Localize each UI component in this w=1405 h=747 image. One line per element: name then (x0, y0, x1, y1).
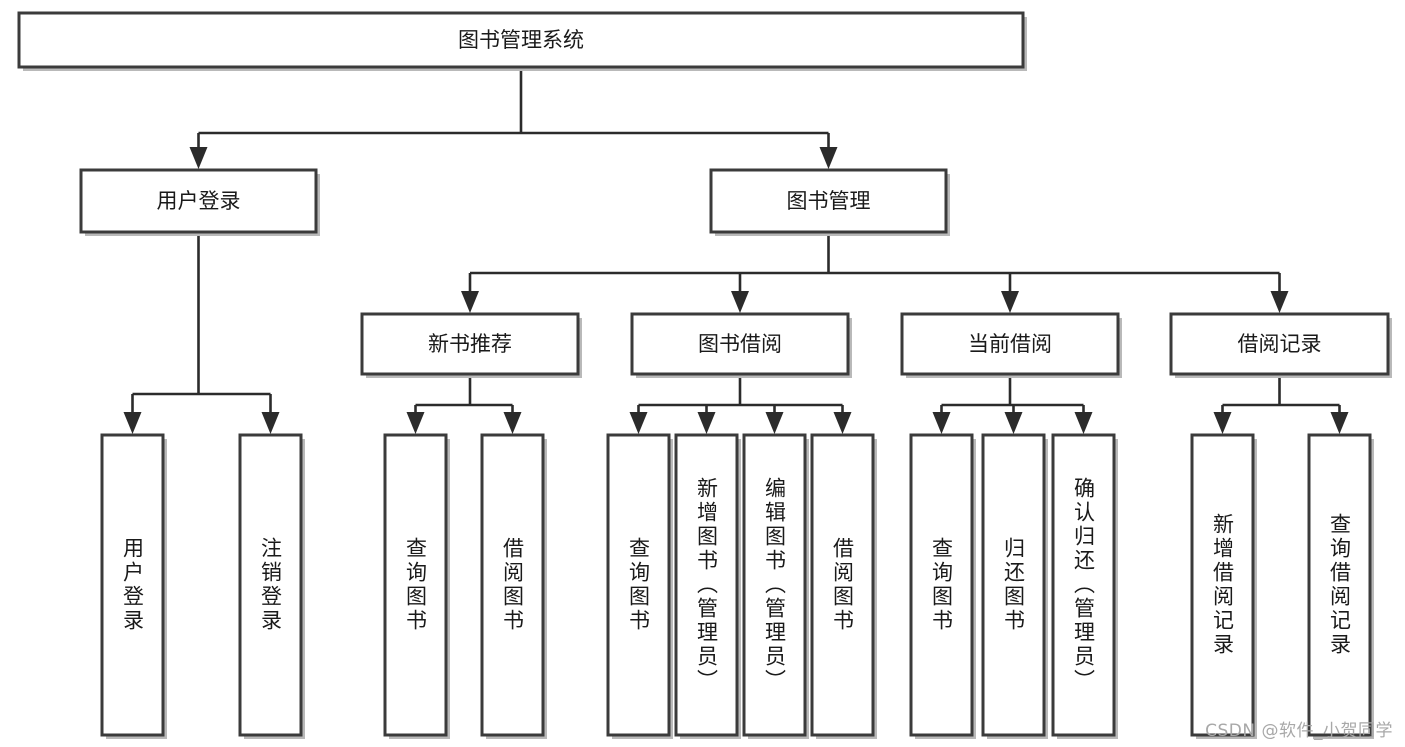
arrow-head-leaf-borrow-book (833, 412, 852, 434)
arrow-head-leaf-logout (261, 412, 280, 434)
node-book-borrow[interactable] (630, 312, 852, 378)
arrow-head-book-manage (819, 147, 838, 169)
arrow-head-leaf-cur-query-book (932, 412, 951, 434)
node-label-borrow-record: 借阅记录 (1238, 332, 1322, 356)
node-current-borrow[interactable] (900, 312, 1122, 378)
arrow-head-leaf-rec-borrow-book (503, 412, 522, 434)
arrow-head-book-borrow (731, 291, 749, 313)
node-new-book-rec[interactable] (360, 312, 582, 378)
node-leaf-edit-book-admin[interactable] (742, 433, 809, 739)
node-leaf-query-record[interactable] (1307, 433, 1374, 739)
arrow-head-leaf-add-record (1213, 412, 1232, 434)
node-rect-leaf-borrow-book (810, 433, 875, 737)
node-rect-book-borrow (630, 312, 850, 376)
node-rect-leaf-confirm-return-admin (1051, 433, 1116, 737)
arrow-head-leaf-return-book (1004, 412, 1023, 434)
node-rect-user-login (79, 168, 318, 234)
node-rect-leaf-rec-borrow-book (480, 433, 545, 737)
node-rect-leaf-borrow-query-book (606, 433, 671, 737)
node-leaf-borrow-query-book[interactable] (606, 433, 673, 739)
arrow-head-leaf-rec-query-book (406, 412, 425, 434)
node-leaf-borrow-book[interactable] (810, 433, 877, 739)
node-rect-leaf-cur-query-book (909, 433, 974, 737)
node-leaf-confirm-return-admin[interactable] (1051, 433, 1118, 739)
node-label-book-borrow: 图书借阅 (698, 332, 782, 356)
node-leaf-logout[interactable] (238, 433, 305, 739)
node-leaf-return-book[interactable] (981, 433, 1048, 739)
node-book-manage[interactable] (709, 168, 950, 236)
node-leaf-rec-borrow-book[interactable] (480, 433, 547, 739)
node-rect-leaf-return-book (981, 433, 1046, 737)
node-rect-leaf-query-record (1307, 433, 1372, 737)
node-label-new-book-rec: 新书推荐 (428, 332, 512, 356)
node-rect-leaf-logout (238, 433, 303, 737)
arrow-head-leaf-user-login (123, 412, 142, 434)
node-leaf-cur-query-book[interactable] (909, 433, 976, 739)
watermark-text: CSDN @软件_小贺同学 (1205, 721, 1393, 741)
node-leaf-rec-query-book[interactable] (383, 433, 450, 739)
node-rect-new-book-rec (360, 312, 580, 376)
node-leaf-add-book-admin[interactable] (674, 433, 741, 739)
node-rect-borrow-record (1169, 312, 1390, 376)
node-rect-book-manage (709, 168, 948, 234)
node-leaf-user-login[interactable] (100, 433, 167, 739)
arrow-head-new-book-rec (461, 291, 479, 313)
node-label-book-manage: 图书管理 (787, 189, 871, 213)
node-user-login[interactable] (79, 168, 320, 236)
connector-layer (123, 67, 1349, 434)
node-rect-current-borrow (900, 312, 1120, 376)
arrow-head-leaf-confirm-return-admin (1074, 412, 1093, 434)
arrow-head-leaf-query-record (1330, 412, 1349, 434)
node-rect-leaf-edit-book-admin (742, 433, 807, 737)
node-label-user-login: 用户登录 (157, 189, 241, 213)
arrow-head-leaf-add-book-admin (697, 412, 716, 434)
arrow-head-leaf-borrow-query-book (629, 412, 648, 434)
node-rect-root (17, 11, 1025, 69)
node-root[interactable] (17, 11, 1027, 71)
node-leaf-add-record[interactable] (1190, 433, 1257, 739)
node-label-current-borrow: 当前借阅 (968, 332, 1052, 356)
arrow-head-borrow-record (1270, 291, 1289, 313)
arrow-head-user-login (189, 147, 208, 169)
node-rect-leaf-add-record (1190, 433, 1255, 737)
arrow-head-current-borrow (1001, 291, 1019, 313)
node-rect-leaf-rec-query-book (383, 433, 448, 737)
arrow-head-leaf-edit-book-admin (765, 412, 784, 434)
node-rect-leaf-user-login (100, 433, 165, 737)
node-label-root: 图书管理系统 (458, 28, 584, 52)
node-borrow-record[interactable] (1169, 312, 1392, 378)
node-rect-leaf-add-book-admin (674, 433, 739, 737)
